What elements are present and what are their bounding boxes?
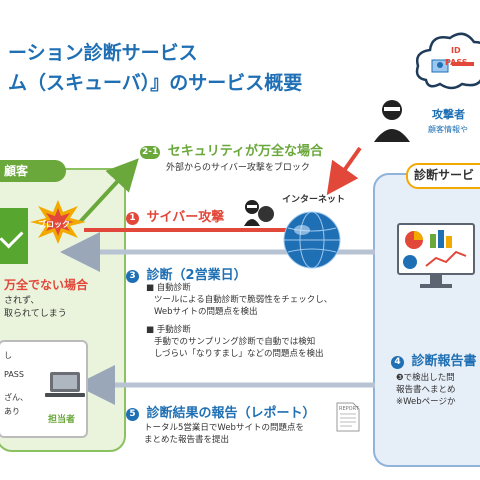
step-4-line: ※Webページか bbox=[396, 397, 456, 407]
not-safe-heading: 万全でない場合 bbox=[4, 278, 89, 292]
step-3-line: 手動でのサンプリング診断で自動では検知 bbox=[154, 337, 316, 347]
blocked-attack-arrow bbox=[78, 158, 139, 224]
step-3-line: ■ 手動診断 bbox=[146, 325, 191, 335]
step-1-num: 1 bbox=[126, 212, 139, 225]
attacker-name: 攻撃者 bbox=[432, 108, 465, 121]
monitor-icon bbox=[397, 223, 475, 288]
step-5-heading: 5 診断結果の報告（レポート） bbox=[126, 402, 316, 421]
info-line: あり bbox=[4, 407, 20, 416]
step-5-num: 5 bbox=[126, 408, 139, 421]
report-document-icon bbox=[336, 402, 360, 432]
step-3-title: 診断（2営業日） bbox=[146, 268, 247, 283]
stolen-id-label: ID bbox=[451, 46, 461, 55]
block-burst-icon bbox=[30, 200, 86, 244]
step-3-line: ツールによる自動診断で脆弱性をチェックし、 bbox=[154, 295, 333, 305]
page-title-line1: ーション診断サービス bbox=[8, 42, 198, 64]
step-5-body: トータル5営業日でWebサイトの問題点を まとめた報告書を提出 bbox=[144, 422, 304, 446]
info-line: ざん、 bbox=[4, 393, 28, 402]
globe-icon bbox=[283, 211, 341, 269]
stolen-info-cloud-icon bbox=[415, 32, 480, 90]
staff-label: 担当者 bbox=[48, 415, 76, 425]
stolen-pass-label: PASS bbox=[445, 58, 468, 67]
customer-label: 顧客 bbox=[0, 160, 66, 182]
step-2-1-num: 2-1 bbox=[140, 146, 161, 159]
step-4-line: ❸で検出した問 bbox=[396, 373, 455, 383]
step-3-line: しづらい「なりすまし」などの問題点を検出 bbox=[154, 349, 324, 359]
step-3-line: Webサイトの問題点を検出 bbox=[154, 307, 258, 317]
info-line: PASS bbox=[4, 370, 24, 379]
page-title-line2: ム（スキューバ）』のサービス概要 bbox=[8, 72, 303, 94]
step-2-1-heading: 2-1 セキュリティが万全な場合 bbox=[140, 140, 323, 159]
step-4-num: 4 bbox=[391, 356, 404, 369]
service-label: 診断サービ bbox=[406, 163, 480, 189]
not-safe-line2: 取られてしまう bbox=[4, 309, 67, 319]
attacker-arrow bbox=[326, 146, 362, 196]
step-5-line: まとめた報告書を提出 bbox=[144, 435, 230, 445]
info-line: し bbox=[4, 351, 12, 360]
step-3-line: ■ 自動診断 bbox=[146, 283, 191, 293]
thief-icon bbox=[244, 200, 274, 226]
internet-label: インターネット bbox=[282, 195, 346, 205]
step-3-body: ■ 自動診断 ツールによる自動診断で脆弱性をチェックし、 Webサイトの問題点を… bbox=[146, 282, 332, 360]
step-3-heading: 3 診断（2営業日） bbox=[126, 264, 247, 283]
report-word: REPORT bbox=[339, 406, 359, 412]
step-2-1-sub: 外部からのサイバー攻撃をブロック bbox=[166, 163, 310, 173]
shield-check-icon bbox=[0, 208, 28, 264]
attacker-icon bbox=[374, 100, 410, 142]
not-safe-line1: されず、 bbox=[4, 296, 40, 306]
step-1-title: サイバー攻撃 bbox=[146, 210, 225, 225]
step-1-heading: 1 サイバー攻撃 bbox=[126, 206, 224, 225]
step-4-body: ❸で検出した問 報告書へまとめ ※Webページか bbox=[396, 372, 456, 408]
step-5-line: トータル5営業日でWebサイトの問題点を bbox=[144, 423, 304, 433]
block-label: ブロック bbox=[38, 220, 70, 229]
attacker-sub: 顧客情報や bbox=[428, 125, 468, 134]
step-2-1-title: セキュリティが万全な場合 bbox=[167, 144, 324, 159]
step-4-title: 診断報告書 bbox=[411, 354, 477, 369]
step-4-line: 報告書へまとめ bbox=[396, 385, 456, 395]
step-5-title: 診断結果の報告（レポート） bbox=[146, 406, 316, 421]
step-4-heading: 4 診断報告書 bbox=[391, 350, 477, 369]
step-3-num: 3 bbox=[126, 270, 139, 283]
laptop-icon bbox=[45, 372, 85, 397]
service-panel bbox=[373, 173, 480, 467]
